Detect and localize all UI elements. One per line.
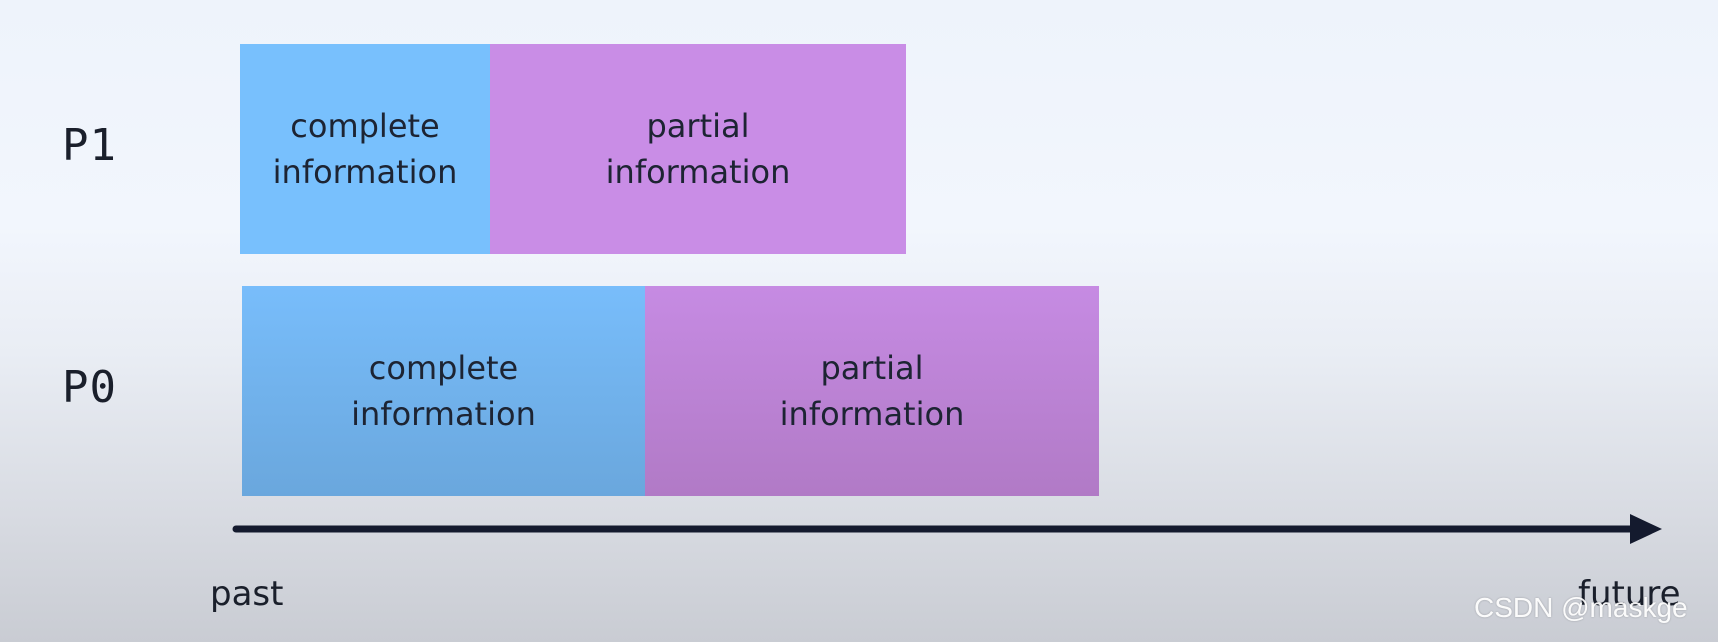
p1-partial-information-segment: partial information [490,44,906,254]
p0-complete-label: complete information [351,348,536,433]
axis-label-future: future [1578,574,1681,614]
p0-complete-information-segment: complete information [242,286,645,496]
axis-label-past: past [210,574,284,614]
p1-partial-label: partial information [605,106,791,191]
row-label-p0: P0 [62,362,117,413]
csdn-watermark: CSDN @maskge [1474,592,1688,623]
p1-complete-information-segment: complete information [240,44,490,254]
p1-complete-label: complete information [272,106,458,191]
p0-partial-information-segment: partial information [645,286,1099,496]
p0-partial-label: partial information [779,348,965,433]
row-label-p1: P1 [62,120,117,171]
time-axis-arrowhead [1630,514,1662,544]
